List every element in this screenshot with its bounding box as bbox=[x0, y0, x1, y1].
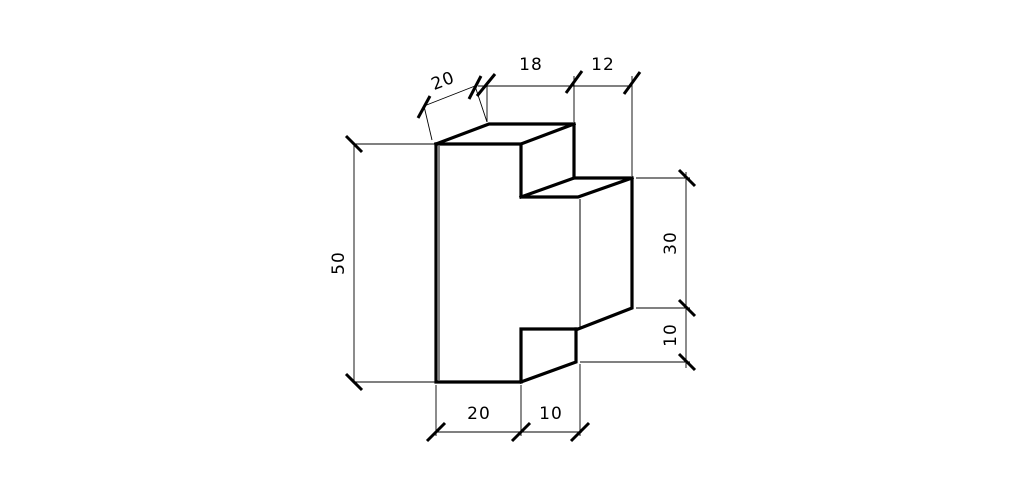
dim-top-width-b: 12 bbox=[591, 55, 615, 75]
tick-marks bbox=[344, 70, 697, 443]
object-outline bbox=[433, 121, 635, 385]
dim-right-height: 30 bbox=[661, 231, 681, 255]
dim-height-total: 50 bbox=[329, 251, 349, 275]
dim-right-bottom: 10 bbox=[661, 323, 681, 347]
dim-bottom-width-a: 20 bbox=[467, 404, 491, 424]
dim-top-depth: 20 bbox=[429, 68, 458, 95]
outline-top-front-edge bbox=[518, 121, 577, 147]
outline-upper-step bbox=[434, 142, 635, 199]
dim-bottom-width-b: 10 bbox=[539, 404, 563, 424]
outline-front-left bbox=[434, 142, 578, 384]
extension-lines bbox=[353, 76, 690, 436]
dim-top-width-a: 18 bbox=[519, 55, 543, 75]
outline-top-face bbox=[433, 122, 634, 332]
dimension-labels: 50 20 18 12 30 10 20 10 bbox=[329, 55, 681, 424]
outline-lower-step bbox=[518, 327, 578, 385]
outline-step-edge bbox=[518, 175, 577, 200]
